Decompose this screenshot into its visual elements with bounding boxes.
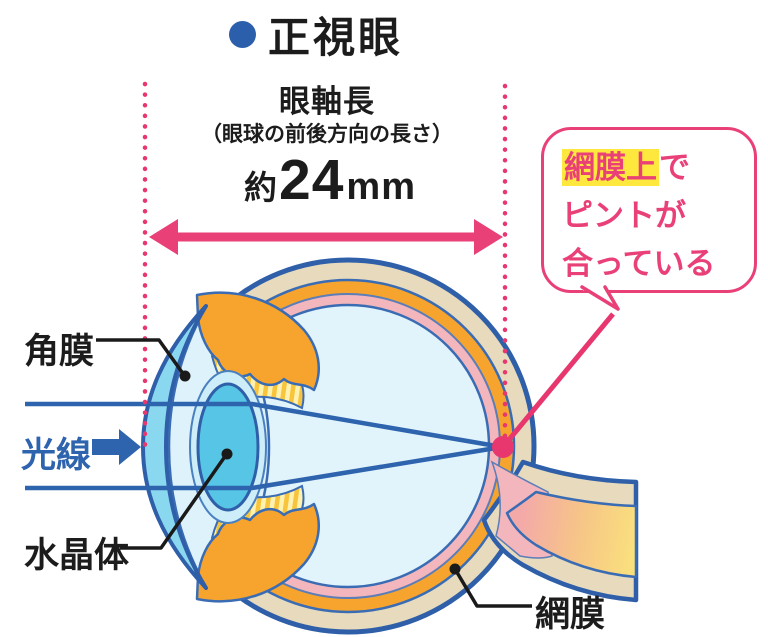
ciliary-body-bottom — [195, 502, 320, 603]
axial-length-label: 眼軸長 — [279, 84, 375, 119]
light-ray-bottom — [25, 444, 503, 491]
lens-shape — [196, 382, 260, 512]
axial-length-arrow — [149, 219, 503, 255]
leader-dots — [179, 370, 461, 575]
optic-nerve-fibers — [505, 490, 638, 579]
leader-dot-lens — [221, 448, 233, 460]
axial-value-prefix: 約 — [244, 169, 278, 206]
arrowhead-right-icon — [474, 219, 503, 255]
bubble-highlighted-text: 網膜上 — [562, 149, 659, 186]
ciliary-body-top — [195, 291, 320, 392]
axial-length-value: 約 24 mm — [244, 152, 416, 209]
leader-dot-cornea — [179, 370, 191, 382]
axial-length-sublabel: （眼球の前後方向の長さ） — [201, 123, 453, 146]
cornea-label: 角膜 — [24, 332, 95, 371]
arrowhead-left-icon — [149, 219, 178, 255]
axial-value-unit: mm — [346, 166, 416, 208]
focal-point-dot — [492, 436, 514, 458]
page-title-text: 正視眼 — [267, 14, 404, 61]
optic-nerve — [481, 459, 639, 603]
leader-line-cornea — [96, 338, 186, 377]
anterior-segment — [141, 291, 320, 603]
title-bullet-icon — [228, 21, 256, 48]
light-direction-arrow-icon — [92, 429, 141, 465]
bubble-connector-line — [501, 312, 615, 449]
light-ray-label: 光線 — [21, 436, 92, 475]
bubble-line-1: 網膜上で — [562, 144, 754, 192]
bubble-tail — [580, 283, 620, 311]
bubble-line-3: 合っている — [562, 246, 716, 281]
leader-line-retina — [453, 568, 532, 608]
light-rays — [25, 401, 503, 491]
leader-line-lens — [120, 453, 228, 550]
focus-callout-bubble: 網膜上で ピントが 合っている — [541, 127, 757, 311]
lens-label: 水晶体 — [24, 536, 130, 575]
leader-dot-retina — [449, 563, 461, 575]
bubble-line-1-rest: で — [659, 150, 690, 185]
light-ray-top — [25, 401, 503, 450]
bubble-line-2: ピントが — [562, 198, 686, 233]
retina-label: 網膜 — [535, 595, 606, 634]
axial-value-number: 24 — [279, 148, 345, 212]
page-title: 正視眼 — [228, 4, 404, 65]
leader-lines — [96, 338, 532, 608]
